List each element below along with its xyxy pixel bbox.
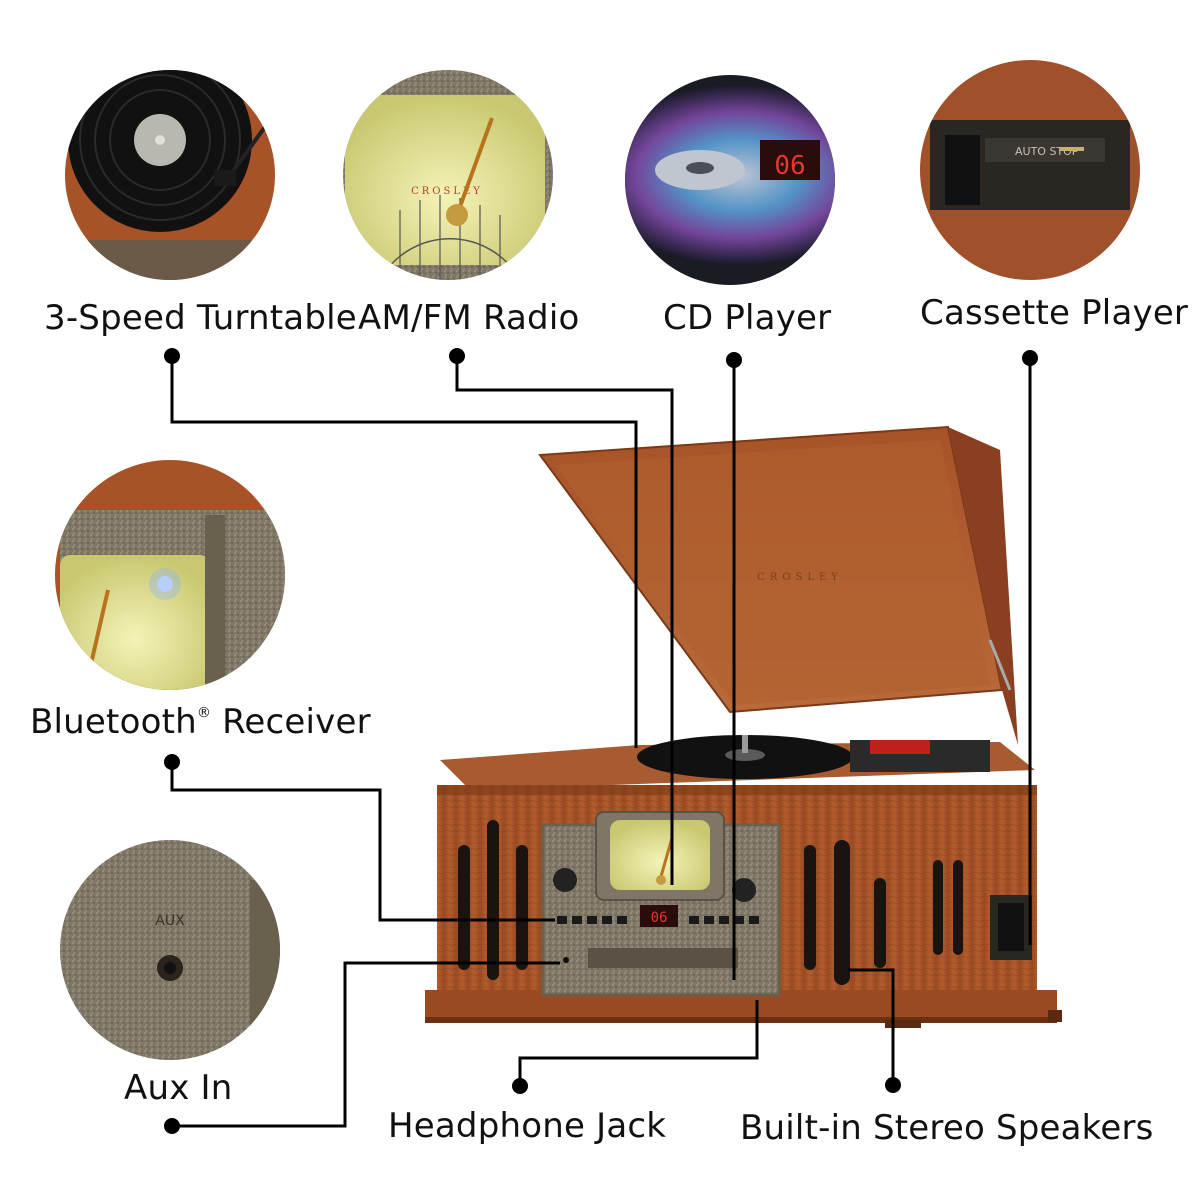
- cd-closeup: 06: [625, 75, 835, 285]
- registered-mark: ®: [196, 705, 212, 721]
- svg-text:CROSLEY: CROSLEY: [757, 572, 843, 583]
- svg-text:CROSLEY: CROSLEY: [411, 186, 483, 197]
- label-headphone: Headphone Jack: [388, 1106, 667, 1146]
- label-radio: AM/FM Radio: [358, 298, 580, 338]
- svg-text:AUX: AUX: [155, 913, 185, 929]
- leader-lines: [170, 356, 1032, 1128]
- label-cassette: Cassette Player: [920, 293, 1189, 333]
- label-bluetooth-name: Bluetooth: [30, 702, 197, 742]
- label-cd: CD Player: [663, 298, 832, 338]
- record-player-body: CROSLEY: [425, 425, 1062, 1028]
- leader-dots: [164, 348, 1038, 1134]
- svg-text:AUTO STOP: AUTO STOP: [1015, 145, 1079, 158]
- label-speakers: Built-in Stereo Speakers: [740, 1108, 1154, 1148]
- bluetooth-closeup: [55, 460, 285, 690]
- aux-closeup: AUX: [60, 840, 280, 1060]
- label-bluetooth: Bluetooth® Receiver: [30, 702, 371, 742]
- label-turntable: 3-Speed Turntable: [44, 298, 357, 338]
- radio-dial-closeup: CROSLEY: [343, 70, 553, 280]
- svg-text:06: 06: [774, 151, 805, 181]
- turntable-closeup: [65, 70, 275, 280]
- label-bluetooth-suffix: Receiver: [211, 702, 371, 742]
- label-aux: Aux In: [124, 1068, 233, 1108]
- svg-text:06: 06: [651, 910, 668, 926]
- cassette-closeup: AUTO STOP: [920, 60, 1140, 280]
